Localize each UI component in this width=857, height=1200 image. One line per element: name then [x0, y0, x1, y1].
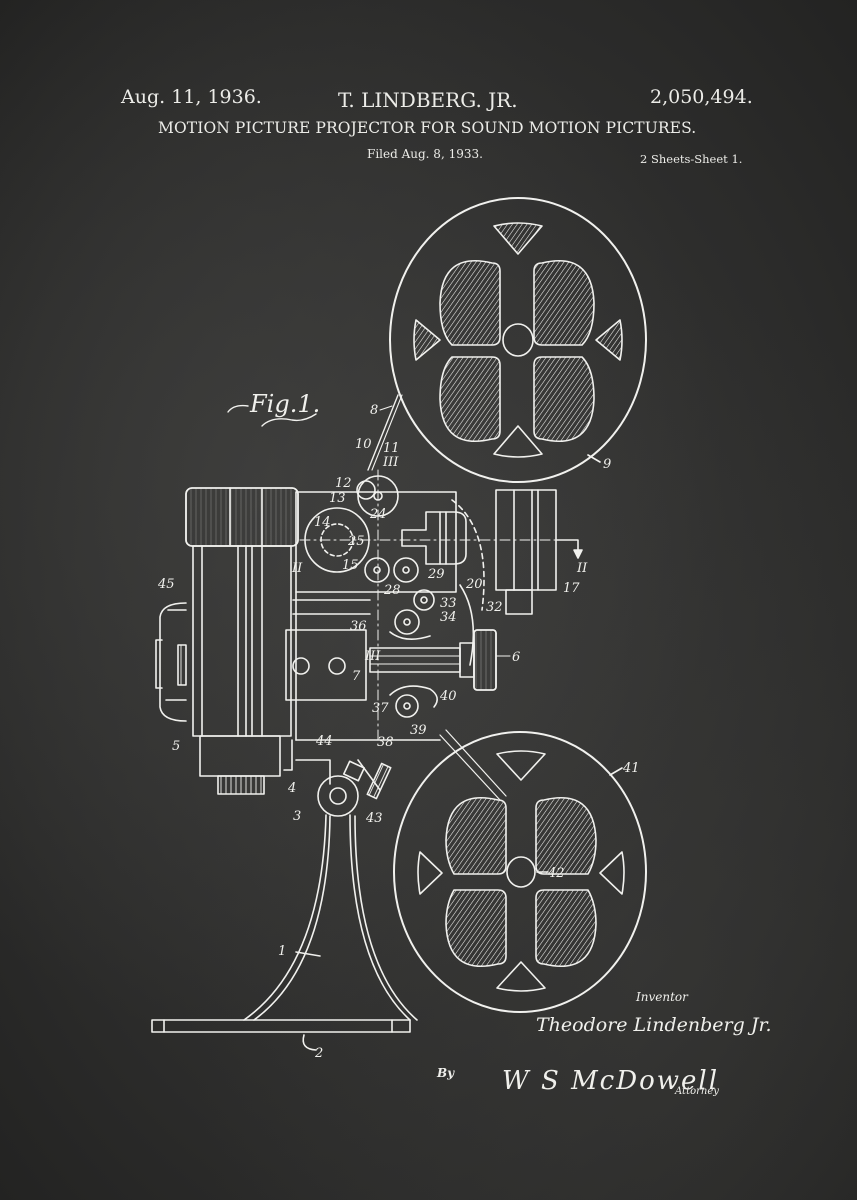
svg-text:28: 28 [383, 583, 401, 598]
ref-45: 45 [157, 577, 175, 592]
svg-text:III: III [382, 455, 399, 470]
upper-reel [389, 197, 647, 483]
svg-text:39: 39 [410, 723, 427, 738]
svg-text:25: 25 [347, 534, 365, 549]
svg-text:III: III [364, 649, 381, 664]
reference-numerals: 8 10 11 III 12 13 14 25 15 24 II 28 29 2… [287, 403, 588, 826]
by-label: By [437, 1066, 455, 1080]
svg-text:44: 44 [315, 734, 333, 749]
ref-1: 1 [278, 944, 286, 959]
inventor-header: T. LINDBERG. JR. [338, 88, 518, 112]
svg-text:II: II [291, 561, 303, 576]
film-strip [367, 394, 399, 471]
patent-date: Aug. 11, 1936. [121, 86, 262, 108]
svg-text:8: 8 [370, 403, 378, 418]
svg-text:7: 7 [352, 669, 361, 684]
lower-reel [393, 731, 647, 1013]
figure-label: Fig.1. [250, 390, 321, 418]
svg-text:15: 15 [342, 558, 359, 573]
ref-42: 42 [547, 866, 565, 881]
attorney-label: Attorney [675, 1086, 719, 1097]
svg-text:37: 37 [372, 701, 389, 716]
svg-text:11: 11 [383, 441, 400, 456]
lamp-house [155, 487, 299, 795]
ref-9: 9 [603, 457, 611, 472]
inventor-label: Inventor [636, 990, 688, 1004]
filed-date: Filed Aug. 8, 1933. [367, 147, 483, 161]
attorney-signature: W S McDowell [502, 1066, 720, 1096]
svg-text:10: 10 [355, 437, 372, 452]
fig-flourish [227, 404, 317, 427]
svg-text:33: 33 [440, 596, 457, 611]
svg-text:3: 3 [293, 809, 301, 824]
svg-text:40: 40 [439, 689, 457, 704]
svg-text:32: 32 [486, 600, 503, 615]
mechanism-body [283, 469, 583, 817]
svg-text:13: 13 [329, 491, 346, 506]
ref-2: 2 [314, 1046, 323, 1061]
patent-number: 2,050,494. [650, 86, 753, 108]
ref-41: 41 [622, 761, 640, 776]
pedestal [151, 814, 418, 1051]
patent-title: MOTION PICTURE PROJECTOR FOR SOUND MOTIO… [158, 119, 697, 137]
svg-text:6: 6 [512, 650, 520, 665]
sheet-count: 2 Sheets-Sheet 1. [640, 152, 743, 166]
svg-text:4: 4 [287, 781, 296, 796]
ref-5: 5 [172, 739, 180, 754]
svg-text:43: 43 [365, 811, 383, 826]
svg-text:38: 38 [377, 735, 394, 750]
svg-text:36: 36 [350, 619, 367, 634]
svg-text:17: 17 [563, 581, 580, 596]
svg-text:II: II [576, 561, 588, 576]
svg-text:12: 12 [335, 476, 352, 491]
svg-text:14: 14 [314, 515, 331, 530]
svg-text:29: 29 [427, 567, 445, 582]
svg-text:34: 34 [440, 610, 457, 625]
svg-text:20: 20 [465, 577, 483, 592]
svg-text:24: 24 [369, 507, 387, 522]
inventor-signature: Theodore Lindenberg Jr. [536, 1014, 772, 1036]
